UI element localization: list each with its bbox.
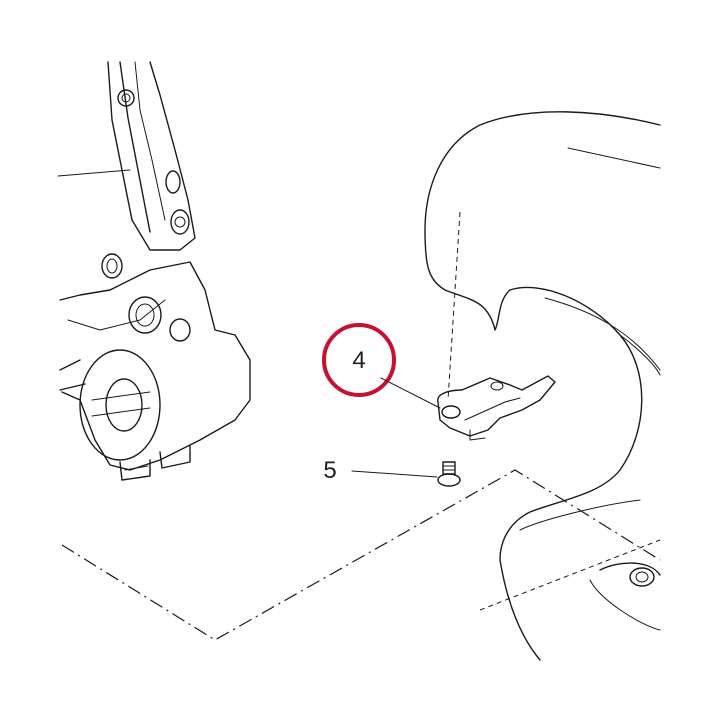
callout-4-highlight-ring [322,323,396,397]
handle-axis-line [479,539,661,611]
callout-5-label: 5 [323,457,336,484]
part-5-screw [437,461,461,487]
assembly-axis-line [447,211,461,401]
callout-4-label: 4 [352,347,365,374]
housing-bracket-assembly [57,61,251,481]
callout-4-leader [380,377,441,409]
part-4-latch-plate [437,375,556,441]
callout-4: 4 [322,323,441,409]
base-plate-outline [61,469,661,641]
handle-shell [424,111,661,661]
callout-5-leader [351,470,438,478]
callout-5: 5 [323,457,438,484]
